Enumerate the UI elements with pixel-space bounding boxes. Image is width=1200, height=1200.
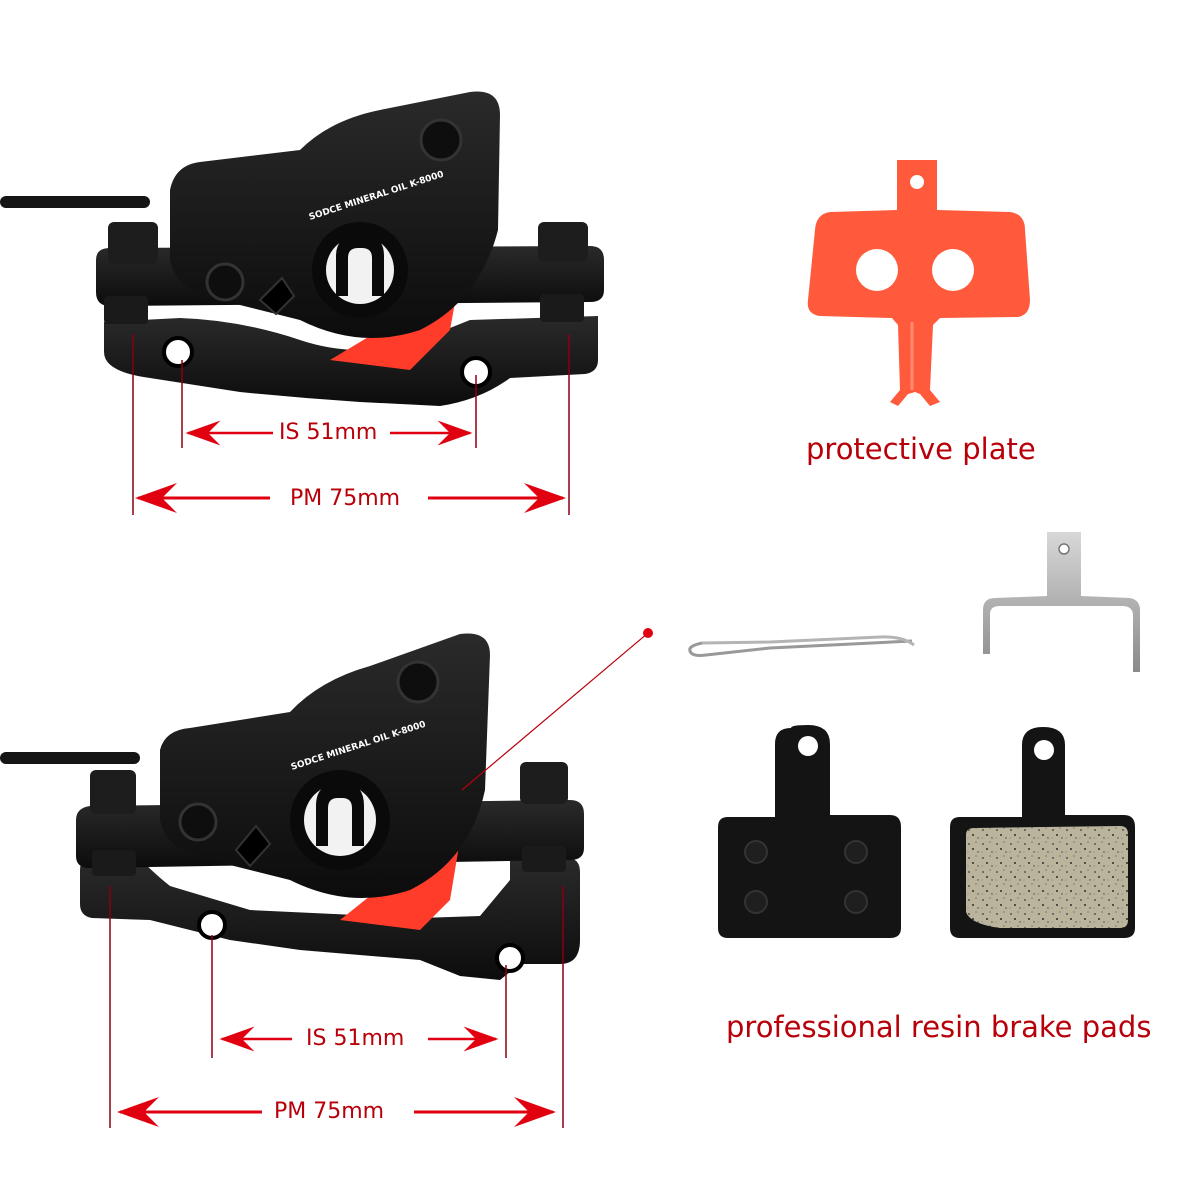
bottom-caliper: SODCE MINERAL OIL K-8000 bbox=[0, 628, 653, 980]
bottom-pm-label: PM 75mm bbox=[268, 1099, 391, 1125]
bottom-dimension-lines bbox=[109, 886, 564, 1128]
brake-pads-caption: professional resin brake pads bbox=[726, 1010, 1152, 1044]
top-dimension-lines bbox=[132, 334, 570, 515]
top-caliper: SODCE MINERAL OIL K-8000 bbox=[0, 91, 604, 406]
cotter-pin bbox=[688, 635, 915, 657]
top-pm-label: PM 75mm bbox=[284, 486, 407, 512]
top-is-label: IS 51mm bbox=[273, 420, 384, 446]
brake-pad-back bbox=[718, 725, 901, 938]
bottom-is-label: IS 51mm bbox=[300, 1026, 411, 1052]
brake-pad-resin bbox=[950, 727, 1135, 938]
protective-plate-caption: protective plate bbox=[806, 432, 1036, 466]
protective-plate bbox=[807, 160, 1030, 406]
pad-spring bbox=[983, 532, 1140, 672]
